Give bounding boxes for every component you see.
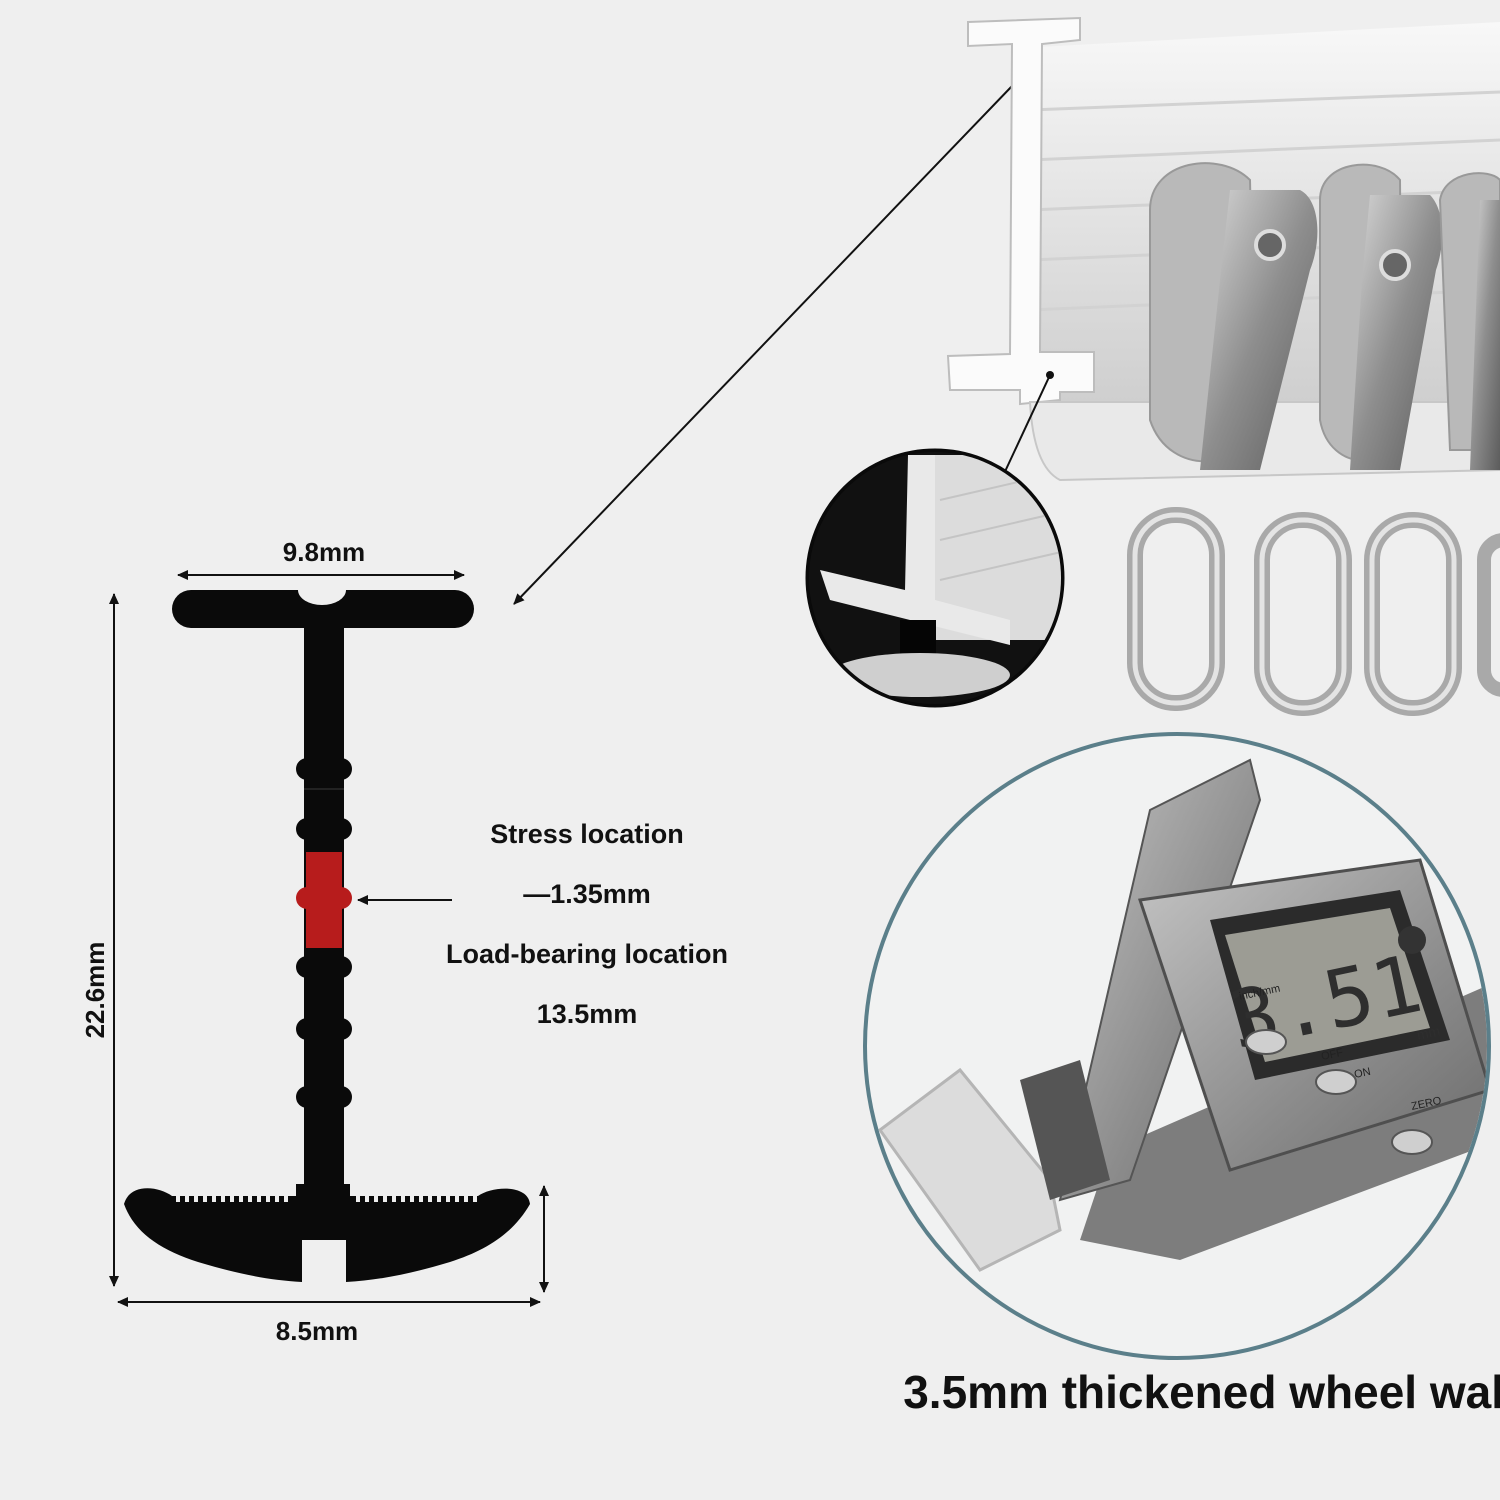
base-tooth: [257, 1196, 261, 1202]
base-tooth: [401, 1196, 405, 1202]
base-teeth: [176, 1196, 477, 1202]
bottom-base: [124, 1184, 530, 1282]
base-tooth: [464, 1196, 468, 1202]
base-tooth: [410, 1196, 414, 1202]
base-tooth: [428, 1196, 432, 1202]
track-with-rollers-photo: [805, 16, 1500, 716]
base-tooth: [230, 1196, 234, 1202]
base-tooth: [275, 1196, 279, 1202]
base-tooth: [419, 1196, 423, 1202]
base-tooth: [203, 1196, 207, 1202]
base-tooth: [374, 1196, 378, 1202]
stem-ribs: [296, 758, 352, 1108]
leader-line: [513, 84, 1014, 605]
base-tooth: [212, 1196, 216, 1202]
base-tooth: [284, 1196, 288, 1202]
base-tooth: [248, 1196, 252, 1202]
caliper-btn-off: OFF: [1320, 1047, 1344, 1063]
base-tooth: [446, 1196, 450, 1202]
top-flange-notch: [298, 575, 346, 605]
base-tooth: [365, 1196, 369, 1202]
base-tooth: [437, 1196, 441, 1202]
bottom-width-label: 8.5mm: [276, 1316, 358, 1346]
base-tooth: [383, 1196, 387, 1202]
dimension-lines: [109, 570, 549, 1307]
base-tooth: [455, 1196, 459, 1202]
wheel-wall-caption: 3.5mm thickened wheel wall: [903, 1366, 1500, 1418]
base-tooth: [176, 1196, 180, 1202]
load-bearing-value: 13.5mm: [537, 999, 638, 1029]
base-tooth: [356, 1196, 360, 1202]
base-tooth: [185, 1196, 189, 1202]
caliper-photo: 3.51 mm inch/mm OFF ON ZERO: [863, 732, 1491, 1360]
height-label: 22.6mm: [80, 942, 110, 1039]
profile-closeup-inset: [809, 452, 1061, 704]
stress-value-label: —1.35mm: [523, 879, 651, 909]
base-tooth: [266, 1196, 270, 1202]
base-tooth: [239, 1196, 243, 1202]
base-tooth: [194, 1196, 198, 1202]
stress-location-label: Stress location: [490, 819, 684, 849]
roller-runners: [1127, 162, 1500, 716]
base-tooth: [221, 1196, 225, 1202]
caliper-btn-on: ON: [1353, 1066, 1372, 1081]
top-width-label: 9.8mm: [283, 537, 365, 567]
caliper-photo-ring: [863, 732, 1491, 1360]
top-flange: [172, 590, 474, 628]
caliper-unit: mm: [1415, 1022, 1441, 1043]
load-bearing-label: Load-bearing location: [446, 939, 728, 969]
base-tooth: [473, 1196, 477, 1202]
track-profile-drawing: [124, 575, 530, 1282]
base-tooth: [392, 1196, 396, 1202]
